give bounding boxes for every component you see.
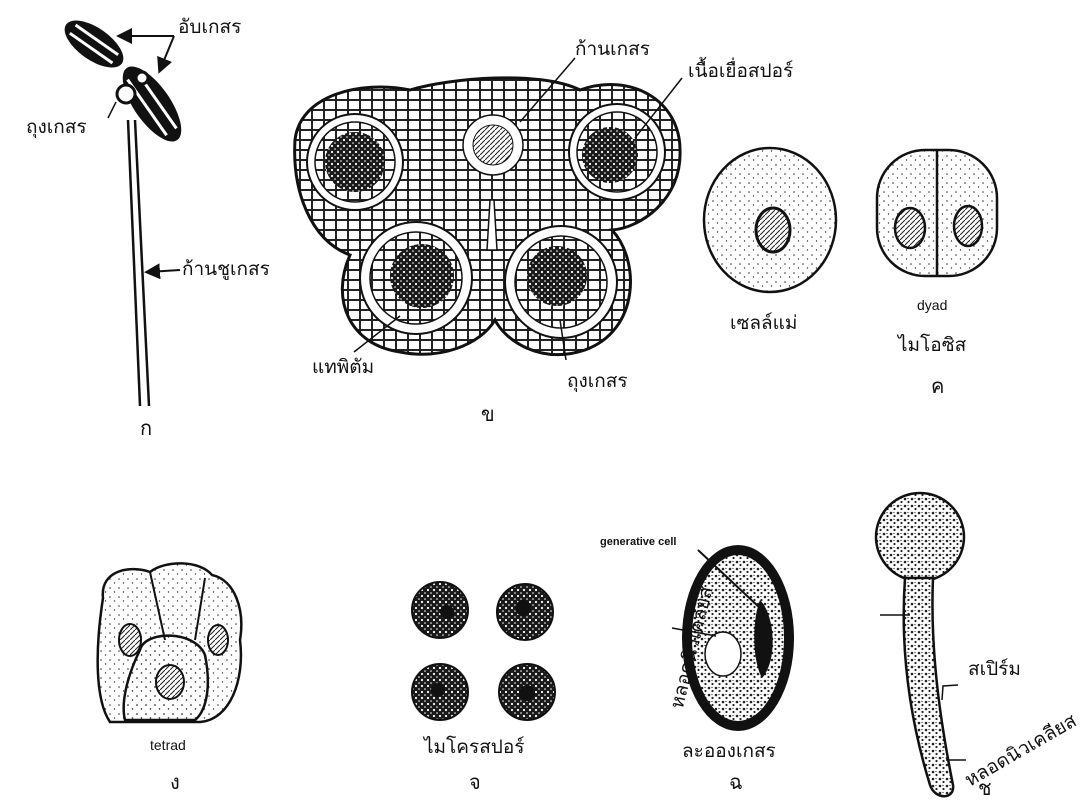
tetrad-label: tetrad <box>150 738 186 752</box>
dyad-drawing <box>877 150 997 276</box>
dyad-label: dyad <box>917 298 947 312</box>
panel-label-a: ก <box>140 418 152 438</box>
panel-label-g: ช <box>978 778 992 798</box>
pollen-grain-label: ละอองเกสร <box>682 742 776 761</box>
connective-label: ก้านเกสร <box>575 40 650 59</box>
panel-label-f: ฉ <box>729 772 743 792</box>
meiosis-label: ไมโอซิส <box>898 336 966 355</box>
panel-label-b: ข <box>481 404 495 424</box>
mother-cell-drawing <box>704 148 836 292</box>
pollen-tube-drawing <box>876 493 966 796</box>
microspores-drawing <box>412 582 555 720</box>
filament-label: ก้านชูเกสร <box>182 260 270 279</box>
panel-label-e: จ <box>469 772 481 792</box>
tapetum-label: แทพิตัม <box>312 358 374 377</box>
stamen-drawing <box>57 11 192 406</box>
mother-cell-label: เซลล์แม่ <box>730 314 797 333</box>
pollen-sac-label-a: ถุงเกสร <box>26 118 87 137</box>
panel-label-d: ง <box>170 772 180 792</box>
sporogenous-tissue-label: เนื้อเยื่อสปอร์ <box>688 62 793 81</box>
microspore-label: ไมโครสปอร์ <box>424 738 524 757</box>
generative-cell-label: generative cell <box>600 537 676 548</box>
anther-cross-section <box>295 58 682 360</box>
anther-label: อับเกสร <box>178 18 241 37</box>
pollen-sac-label-b: ถุงเกสร <box>567 372 628 391</box>
tetrad-drawing <box>98 563 242 722</box>
panel-label-c: ค <box>931 376 944 396</box>
sperm-label: สเปิร์ม <box>968 660 1021 679</box>
